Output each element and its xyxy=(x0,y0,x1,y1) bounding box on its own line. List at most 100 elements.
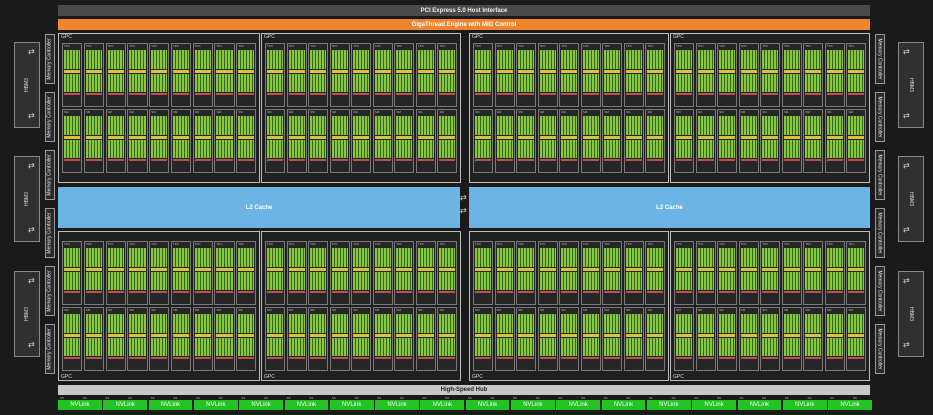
sm-core-band xyxy=(353,268,370,271)
tpc-label: TPC xyxy=(582,44,589,48)
sm-unit: TPC xyxy=(127,241,148,305)
sm-unit: SM xyxy=(394,109,415,173)
sm-label: SM xyxy=(762,308,767,312)
sm-core-band xyxy=(805,268,822,271)
sm-core-band xyxy=(697,70,714,73)
sm-unit: SM xyxy=(738,109,759,173)
tpc-label: TPC xyxy=(439,242,446,246)
tpc-label: TPC xyxy=(64,44,70,48)
sm-core-band xyxy=(719,334,736,337)
memory-controller-label: Memory Controller xyxy=(47,96,53,138)
sm-unit: TPC xyxy=(473,241,494,305)
sm-core-band xyxy=(561,268,578,271)
sm-core-band xyxy=(625,158,642,162)
nvlink-port-label: SS xyxy=(127,396,132,400)
sm-core-band xyxy=(439,136,456,139)
sm-core-band xyxy=(417,248,434,268)
sm-core-band xyxy=(762,248,779,268)
sm-core-band xyxy=(288,314,305,334)
sm-core-band xyxy=(151,116,168,136)
tpc-label: TPC xyxy=(353,242,360,246)
sm-core-band xyxy=(439,158,456,162)
sm-core-band xyxy=(310,158,327,162)
sm-core-band xyxy=(310,268,327,271)
hbm3-label: HBM3 xyxy=(908,192,914,206)
sm-unit: SM xyxy=(127,109,148,173)
sm-core-band xyxy=(676,136,693,139)
sm-label: SM xyxy=(238,110,243,114)
sm-core-band xyxy=(783,248,800,268)
sm-unit: SM xyxy=(372,109,393,173)
sm-core-band xyxy=(647,70,664,73)
sm-core-band xyxy=(216,268,233,271)
gigathread-engine: GigaThread Engine with MIG Control xyxy=(58,19,870,30)
gpc-label: GPC xyxy=(264,34,275,40)
sm-core-band xyxy=(826,314,843,334)
sm-core-band xyxy=(374,70,391,73)
sm-unit: SM xyxy=(265,307,286,371)
sm-unit: SM xyxy=(286,307,307,371)
tpc-label: TPC xyxy=(374,44,381,48)
sm-core-band xyxy=(762,290,779,294)
sm-core-band xyxy=(151,92,168,96)
sm-core-band xyxy=(107,334,124,337)
sm-core-band xyxy=(848,158,865,162)
sm-core-band xyxy=(762,314,779,334)
sm-core-band xyxy=(848,271,865,290)
sm-core-band xyxy=(697,248,714,268)
sm-core-band xyxy=(85,271,103,290)
nvlink-port-label: SS xyxy=(603,396,608,400)
sm-core-band xyxy=(310,92,327,96)
tpc-label: TPC xyxy=(267,242,273,246)
sm-core-band xyxy=(783,334,800,337)
sm-label: SM xyxy=(216,110,221,114)
sm-core-band xyxy=(374,139,391,158)
tpc-label: TPC xyxy=(107,44,114,48)
sm-core-band xyxy=(518,356,535,360)
sm-core-band xyxy=(194,271,211,290)
sm-core-band xyxy=(331,356,348,360)
sm-core-band xyxy=(719,314,736,334)
sm-unit: TPC xyxy=(351,241,372,305)
sm-core-band xyxy=(194,92,211,96)
sm-unit: SM xyxy=(760,307,781,371)
hbm3-stack: HBM3 xyxy=(898,271,924,357)
sm-unit: TPC xyxy=(415,43,436,107)
sm-core-band xyxy=(107,92,124,96)
sm-core-band xyxy=(805,356,822,360)
tpc-label: TPC xyxy=(353,44,360,48)
sm-core-band xyxy=(539,290,556,294)
sm-core-band xyxy=(216,139,233,158)
sm-core-band xyxy=(238,70,255,73)
sm-core-band xyxy=(604,248,621,268)
sm-core-band xyxy=(518,337,535,356)
sm-core-band xyxy=(64,337,81,356)
bidirectional-arrow-icon: ⇄ xyxy=(28,276,35,285)
sm-unit: TPC xyxy=(286,43,307,107)
sm-core-band xyxy=(740,356,757,360)
sm-core-band xyxy=(561,334,578,337)
sm-core-band xyxy=(604,50,621,70)
sm-core-band xyxy=(783,337,800,356)
sm-unit: SM xyxy=(236,109,257,173)
sm-label: SM xyxy=(783,110,789,114)
sm-core-band xyxy=(85,73,103,92)
sm-core-band xyxy=(172,314,190,334)
sm-unit: SM xyxy=(437,307,458,371)
sm-core-band xyxy=(194,158,211,162)
sm-core-band xyxy=(353,356,370,360)
tpc-label: TPC xyxy=(518,44,525,48)
sm-core-band xyxy=(151,248,168,268)
tpc-label: TPC xyxy=(172,242,179,246)
nvlink-port-label: SS xyxy=(784,396,789,400)
sm-label: SM xyxy=(676,308,681,312)
sm-core-band xyxy=(762,136,779,139)
gpc-label: GPC xyxy=(61,374,72,380)
sm-unit: SM xyxy=(62,307,83,371)
tpc-label: TPC xyxy=(129,44,136,48)
sm-core-band xyxy=(439,271,456,290)
sm-core-band xyxy=(676,268,693,271)
sm-core-band xyxy=(310,70,327,73)
sm-core-band xyxy=(439,116,456,136)
sm-core-band xyxy=(496,73,513,92)
